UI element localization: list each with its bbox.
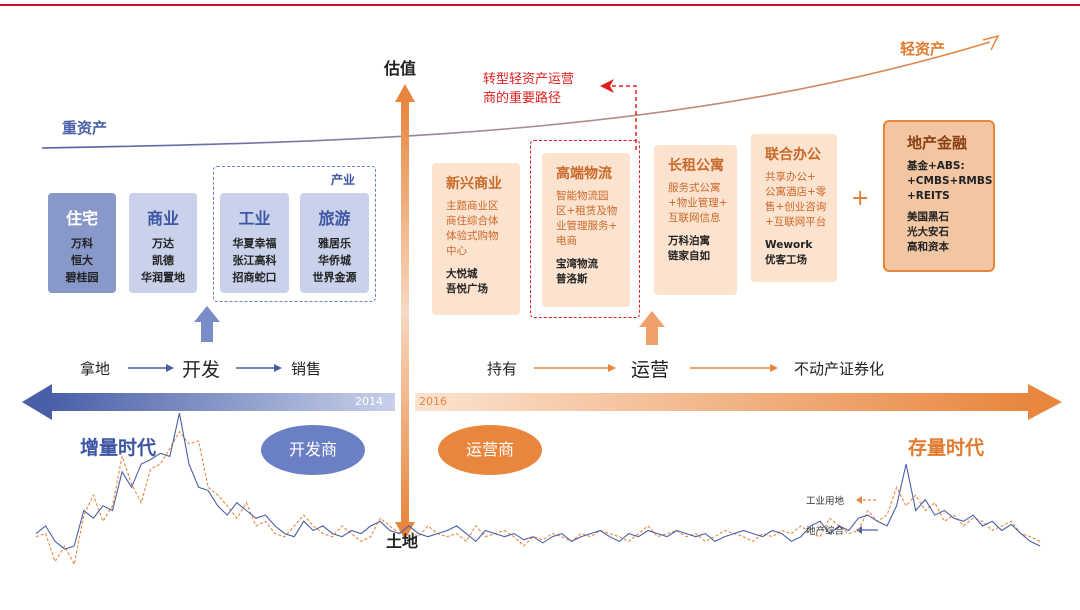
industry-group-box — [213, 166, 376, 302]
legend-real-estate-composite: 地产综合 — [806, 526, 845, 537]
note-line-1: 转型轻资产运营 — [483, 72, 575, 87]
dev-card-industrial: 工业 华夏幸福 张江高科 招商蛇口 — [220, 193, 289, 293]
plus-sign: + — [851, 186, 870, 211]
ops-up-arrow-stem — [646, 325, 658, 345]
card-title: 商业 — [146, 209, 179, 228]
flow-securitization: 不动产证券化 — [794, 360, 885, 378]
card-title: 旅游 — [318, 209, 351, 228]
vertical-axis-arrow-up — [395, 84, 415, 102]
flow-sell: 销售 — [291, 360, 322, 378]
card-title: 新兴商业 — [446, 176, 502, 192]
note-line-2: 商的重要路径 — [483, 91, 562, 106]
top-rule — [0, 4, 1080, 6]
series-line-0 — [35, 430, 1041, 567]
developer-oval: 开发商 — [261, 425, 365, 475]
light-asset-label: 轻资产 — [900, 40, 946, 58]
dev-up-arrow-head — [194, 306, 220, 322]
note-arrow-line — [612, 85, 637, 150]
era-stock: 存量时代 — [908, 437, 985, 459]
card-companies: 美国黑石 光大安石 高和资本 — [907, 211, 949, 253]
legend-industrial-land: 工业用地 — [806, 496, 845, 507]
card-description: 基金+ABS: +CMBS+RMBS +REITS — [907, 160, 993, 202]
card-description: 共享办公+ 公寓酒店+零 售+创业咨询 +互联网平台 — [765, 171, 827, 228]
land-price-chart — [35, 412, 1041, 567]
year-2016: 2016 — [419, 395, 447, 408]
dev-card-commercial: 商业 万达 凯德 华润置地 — [129, 193, 197, 293]
card-companies: Wework 优客工场 — [765, 239, 813, 266]
year-2014: 2014 — [355, 395, 383, 408]
card-companies: 宝湾物流 普洛斯 — [556, 258, 598, 285]
flow-develop: 开发 — [182, 359, 221, 381]
left-era-arrow-bar — [50, 393, 395, 411]
card-title: 工业 — [238, 209, 271, 228]
card-companies: 大悦城 吾悦广场 — [446, 268, 488, 295]
vertical-axis-bar — [401, 100, 409, 524]
note-arrow-head — [600, 79, 614, 93]
axis-bottom-label: 土地 — [386, 532, 419, 551]
card-companies: 万达 凯德 华润置地 — [141, 237, 185, 284]
operator-oval: 运营商 — [438, 425, 542, 475]
dev-card-tourism: 旅游 雅居乐 华侨城 世界金源 — [300, 193, 369, 293]
card-description: 智能物流园 区+租赁及物 业管理服务+ 电商 — [556, 190, 618, 247]
ops-card-coworking: 联合办公 共享办公+ 公寓酒店+零 售+创业咨询 +互联网平台 Wework 优… — [751, 134, 837, 282]
card-description: 主题商业区 商住综合体 体验式购物 中心 — [446, 200, 499, 257]
dev-card-residential: 住宅 万科 恒大 碧桂园 — [48, 193, 116, 293]
axis-top-label: 估值 — [384, 59, 417, 78]
ops-card-real-estate-finance: 地产金融 基金+ABS: +CMBS+RMBS +REITS 美国黑石 光大安石… — [883, 120, 995, 272]
card-companies: 万科泊寓 链家自如 — [668, 235, 710, 262]
ops-up-arrow-head — [639, 311, 665, 327]
flow-acquire-land: 拿地 — [80, 360, 111, 378]
card-title: 高端物流 — [556, 166, 612, 182]
left-era-arrow-head — [22, 384, 52, 420]
card-description: 服务式公寓 +物业管理+ 互联网信息 — [668, 182, 728, 224]
transition-note: 转型轻资产运营 商的重要路径 — [483, 70, 574, 108]
card-companies: 华夏幸福 张江高科 招商蛇口 — [232, 237, 277, 284]
asset-curve — [41, 41, 991, 149]
card-title: 长租公寓 — [668, 158, 724, 174]
flow-operate: 运营 — [631, 359, 670, 381]
era-incremental: 增量时代 — [80, 437, 157, 459]
industry-tag: 产业 — [331, 173, 356, 187]
card-companies: 雅居乐 华侨城 世界金源 — [312, 237, 357, 284]
flow-hold: 持有 — [487, 360, 518, 378]
card-title: 地产金融 — [907, 134, 968, 152]
right-era-arrow-head — [1028, 384, 1062, 420]
ops-card-logistics: 高端物流 智能物流园 区+租赁及物 业管理服务+ 电商 宝湾物流 普洛斯 — [542, 153, 630, 307]
series-line-1 — [35, 412, 1041, 550]
logistics-highlight-box — [530, 140, 640, 318]
right-era-arrow-bar — [415, 393, 1030, 411]
card-companies: 万科 恒大 碧桂园 — [65, 237, 99, 284]
card-title: 联合办公 — [765, 147, 821, 163]
dev-up-arrow-stem — [201, 320, 213, 342]
curve-arrowhead — [982, 34, 1000, 51]
ops-card-emerging-commercial: 新兴商业 主题商业区 商住综合体 体验式购物 中心 大悦城 吾悦广场 — [432, 163, 520, 315]
ops-card-rental-apartment: 长租公寓 服务式公寓 +物业管理+ 互联网信息 万科泊寓 链家自如 — [654, 145, 737, 295]
heavy-asset-label: 重资产 — [62, 119, 108, 137]
card-title: 住宅 — [65, 209, 98, 228]
